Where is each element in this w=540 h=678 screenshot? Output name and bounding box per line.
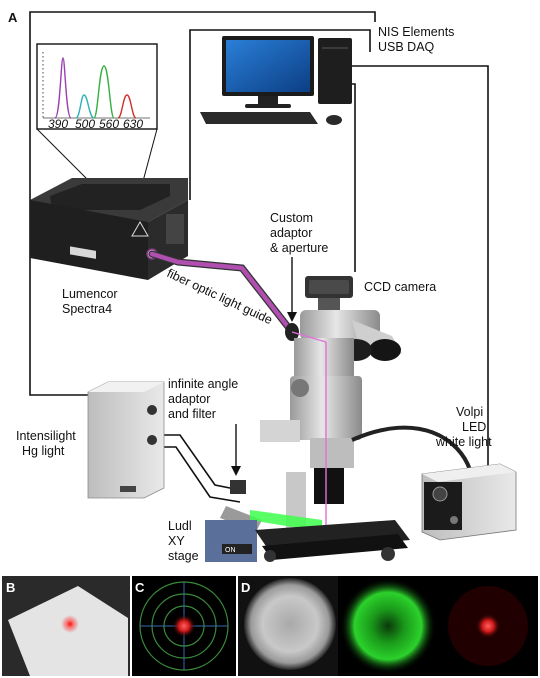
panel-b-spot-core <box>68 622 72 626</box>
adaptor-head <box>230 480 246 494</box>
lumencor-vent <box>166 214 184 244</box>
keyboard <box>200 112 318 124</box>
infinite-arrowhead <box>231 466 241 476</box>
lumencor-top-recess <box>50 184 170 210</box>
label-adaptor-line1: Custom <box>270 211 313 225</box>
volpi-top <box>422 464 516 482</box>
ludl-stage: ON <box>205 520 410 562</box>
ccd-camera <box>305 276 353 310</box>
label-intensilight-line2: Hg light <box>22 444 65 458</box>
intensilight-top <box>88 382 164 392</box>
volpi-device <box>421 463 517 541</box>
side-port <box>260 420 300 442</box>
intensilight-device <box>87 381 165 499</box>
camera-face <box>309 280 349 294</box>
intensilight-knob-top <box>147 405 157 415</box>
label-volpi-line3: white light <box>435 435 492 449</box>
computer <box>200 36 352 125</box>
monitor-base <box>245 104 291 108</box>
stage-base <box>262 534 408 560</box>
label-adaptor-line2: adaptor <box>270 226 312 240</box>
label-nis-line2: USB DAQ <box>378 40 435 54</box>
label-lumencor-line2: Spectra4 <box>62 302 112 316</box>
monitor-screen <box>226 40 310 92</box>
label-volpi-line2: LED <box>462 420 486 434</box>
label-infinite-line2: adaptor <box>168 392 210 406</box>
cables <box>29 11 489 503</box>
objective <box>314 468 344 504</box>
peak-630 <box>117 94 137 119</box>
label-volpi-line1: Volpi <box>456 405 483 419</box>
label-ccd: CCD camera <box>364 280 436 294</box>
panel-letter-b: B <box>6 580 15 595</box>
panel-letter-d: D <box>241 580 250 595</box>
label-intensilight-line1: Intensilight <box>16 429 76 443</box>
panel-d-brightfield <box>244 578 336 670</box>
intensilight-switch <box>120 486 136 492</box>
lower-body <box>310 438 354 468</box>
panel-d-green-field <box>340 578 436 674</box>
monitor-neck <box>258 96 278 104</box>
volpi-knob <box>450 516 458 524</box>
label-nis-line1: NIS Elements <box>378 25 454 39</box>
peak-500 <box>75 94 95 119</box>
label-ludl-line1: Ludl <box>168 519 192 533</box>
panel-letter-a: A <box>8 10 18 25</box>
panel-c-red-spot <box>172 614 196 638</box>
wavelength-label-390: 390 <box>48 117 68 131</box>
panel-letter-c: C <box>135 580 145 595</box>
intensilight-knob-mid <box>147 435 157 445</box>
lumencor-device <box>30 178 188 280</box>
microscope-body <box>294 338 354 378</box>
label-fiber: fiber optic light guide <box>165 266 275 327</box>
stage-knob-left <box>264 550 276 562</box>
panel-d: D <box>238 576 538 676</box>
adaptor-arrowhead <box>287 312 297 322</box>
label-infinite-line1: infinite angle <box>168 377 238 391</box>
eyepiece-left <box>369 339 401 361</box>
stage-switch <box>222 544 252 554</box>
label-ludl-line3: stage <box>168 549 199 563</box>
label-ludl-line2: XY <box>168 534 185 548</box>
panel-b: B <box>2 576 130 676</box>
panel-c: C <box>132 576 236 676</box>
volpi-port <box>432 486 448 502</box>
stage-knob-right <box>381 547 395 561</box>
label-infinite-line3: and filter <box>168 407 216 421</box>
pc-tower <box>318 38 352 104</box>
warning-icon <box>131 220 149 237</box>
spectrum-inset: 390 500 560 630 <box>36 43 158 131</box>
lumencor-badge <box>70 246 96 259</box>
camera-mount <box>318 298 340 310</box>
mouse <box>326 115 342 125</box>
peak-560 <box>93 65 115 119</box>
beam-path-in <box>291 331 327 343</box>
label-adaptor-line3: & aperture <box>270 241 328 255</box>
stage-controller <box>205 520 257 562</box>
focus-knob <box>291 379 309 397</box>
lumencor-front <box>30 200 148 280</box>
wavelength-label-630: 630 <box>123 117 143 131</box>
wavelength-label-500: 500 <box>75 117 95 131</box>
fiber-optic-guide <box>149 251 295 335</box>
volpi-gooseneck <box>351 425 472 471</box>
label-lumencor-line1: Lumencor <box>62 287 118 301</box>
stage-switch-label: ON <box>225 547 236 554</box>
wavelength-label-560: 560 <box>99 117 119 131</box>
peak-390 <box>54 57 72 119</box>
panel-d-red-spot <box>475 613 501 639</box>
